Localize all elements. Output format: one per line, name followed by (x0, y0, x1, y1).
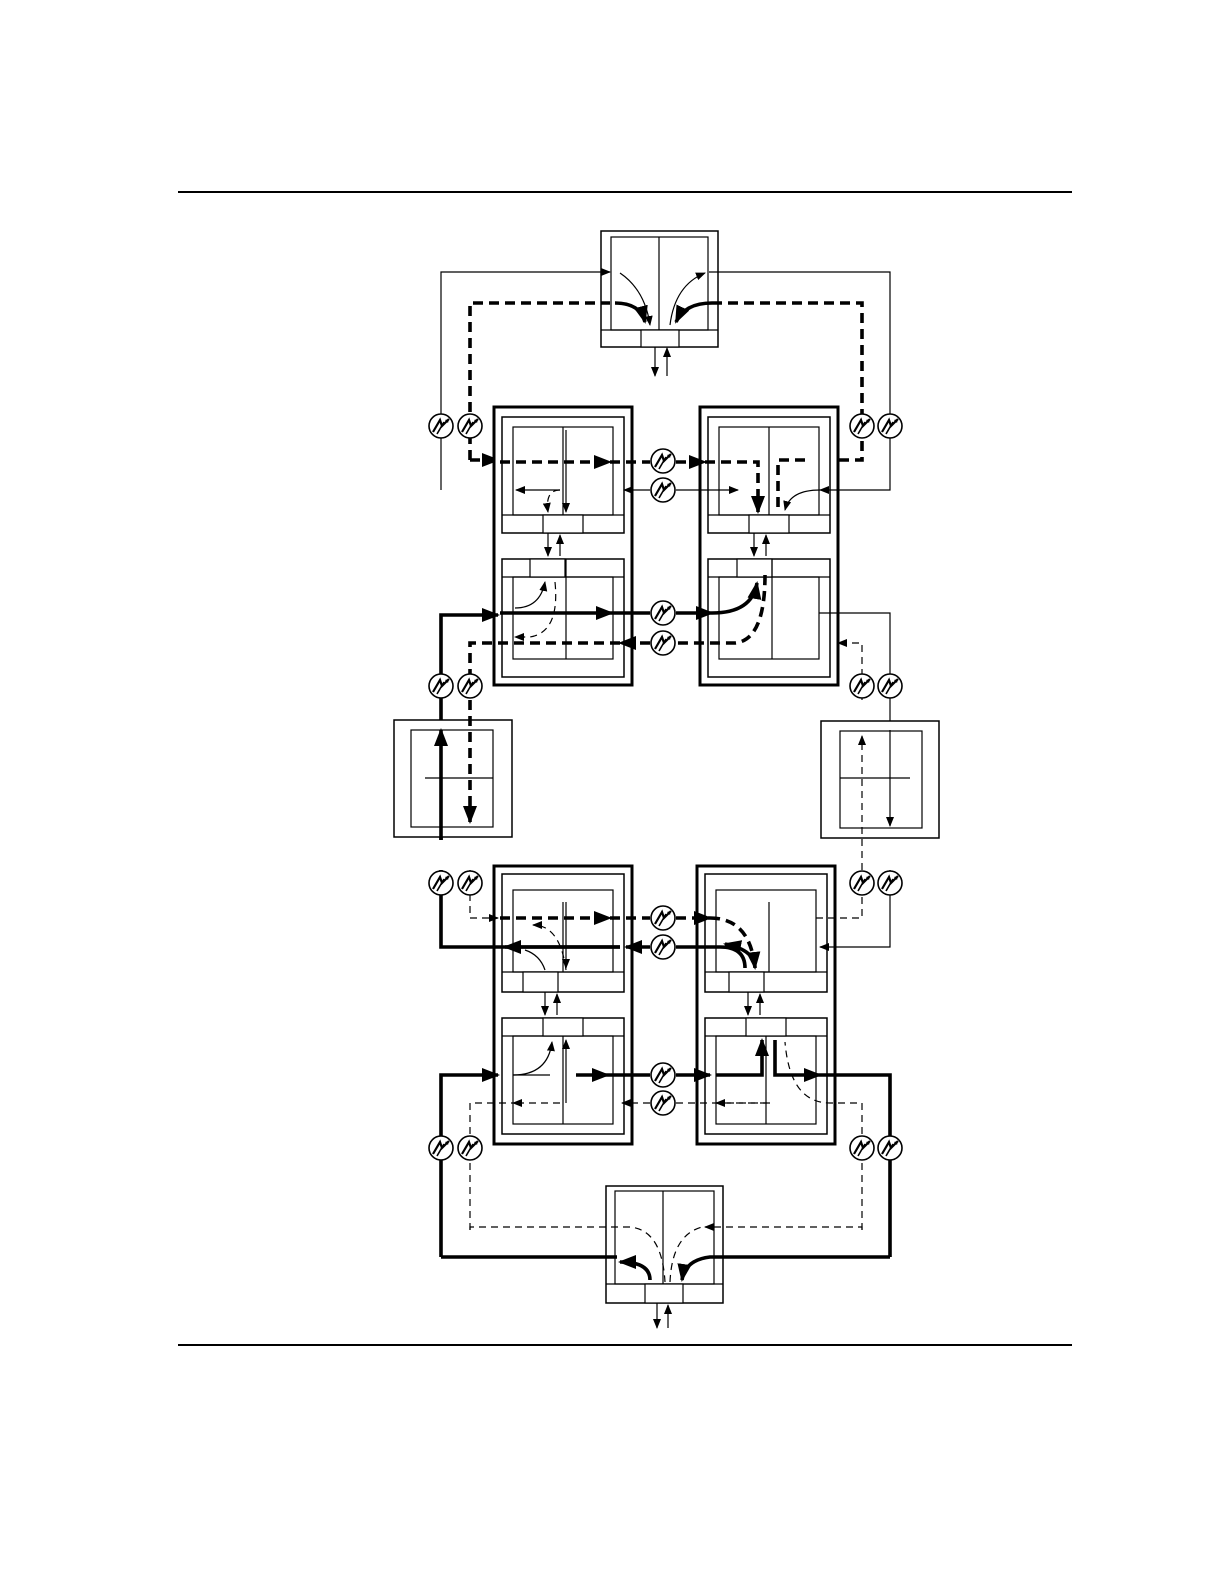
fiber-connector-icon (651, 935, 675, 959)
fiber-connector-icon (878, 414, 902, 438)
fiber-connector-icon (429, 674, 453, 698)
fiber-connector-icon (651, 478, 675, 502)
fiber-connector-icon (651, 1091, 675, 1115)
fiber-connector-icon (429, 871, 453, 895)
fiber-connector-icon (429, 414, 453, 438)
top-terminal-node (601, 231, 718, 376)
fiber-connector-icon (878, 871, 902, 895)
fiber-connector-icon (458, 414, 482, 438)
right-regenerator-node (821, 721, 939, 870)
fiber-connector-icon (878, 1136, 902, 1160)
fiber-connector-icon (651, 906, 675, 930)
fiber-connector-icon (651, 631, 675, 655)
fiber-connector-icon (429, 1136, 453, 1160)
fiber-connector-icon (651, 449, 675, 473)
fiber-connector-icon (651, 601, 675, 625)
fiber-connector-icon (850, 871, 874, 895)
upper-right-shelf (700, 407, 838, 685)
fiber-connector-icon (850, 1136, 874, 1160)
fiber-connector-icon (651, 1063, 675, 1087)
fiber-connector-icon (850, 674, 874, 698)
lower-right-shelf (697, 866, 835, 1144)
lower-left-shelf (494, 866, 632, 1144)
fiber-connector-icon (458, 871, 482, 895)
fiber-connector-icon (878, 674, 902, 698)
left-regenerator-node (394, 700, 512, 840)
fiber-connector-icon (850, 414, 874, 438)
fiber-connector-icon (458, 674, 482, 698)
fiber-connector-icon (458, 1136, 482, 1160)
